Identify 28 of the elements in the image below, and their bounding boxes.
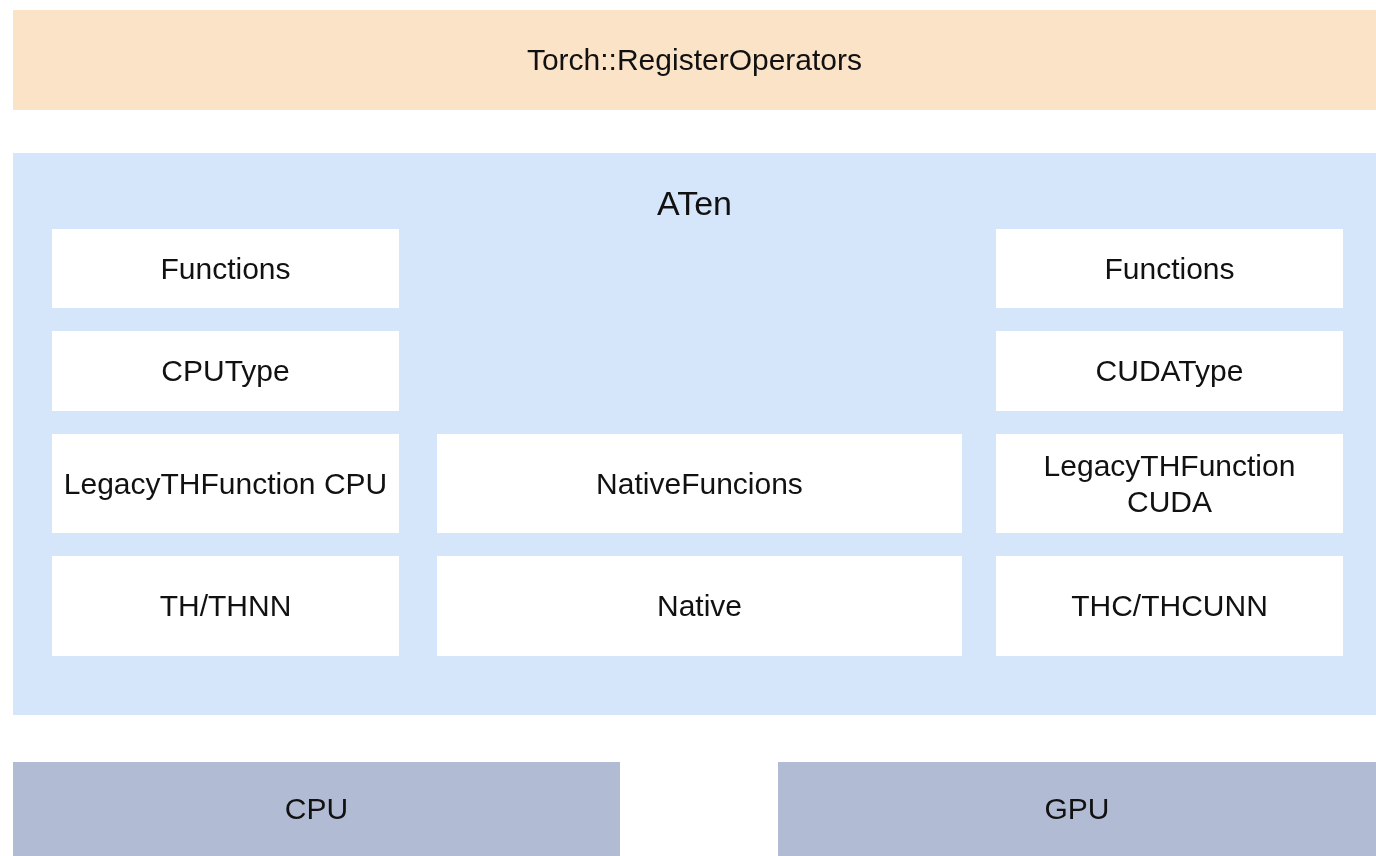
box-label: Functions — [1104, 250, 1235, 287]
module-box — [437, 434, 962, 533]
module-box — [52, 556, 399, 656]
module-box — [52, 434, 399, 533]
module-box — [52, 229, 399, 308]
module-box — [996, 229, 1343, 308]
box-label: CPU — [284, 791, 349, 827]
box-label: CPUType — [161, 353, 290, 389]
box-label: Functions — [160, 250, 291, 287]
panel-title: ATen — [657, 183, 732, 224]
module-box — [996, 556, 1343, 656]
box-label: GPU — [1044, 791, 1110, 827]
box-label: THC/THCUNN — [1071, 588, 1268, 624]
box-label: LegacyTHFunction CUDA — [1042, 447, 1297, 520]
box-label: TH/THNN — [159, 588, 292, 624]
box-label: Torch::RegisterOperators — [526, 42, 863, 78]
layer-band — [13, 10, 1376, 110]
layer-panel — [13, 153, 1376, 715]
hardware-band — [778, 762, 1376, 856]
hardware-band — [13, 762, 620, 856]
box-label: LegacyTHFunction CPU — [63, 465, 388, 502]
box-label: CUDAType — [1095, 353, 1244, 389]
box-label: NativeFuncions — [596, 465, 803, 502]
module-box — [437, 556, 962, 656]
module-box — [52, 331, 399, 411]
module-box — [996, 331, 1343, 411]
box-label: Native — [656, 588, 742, 624]
module-box — [996, 434, 1343, 533]
